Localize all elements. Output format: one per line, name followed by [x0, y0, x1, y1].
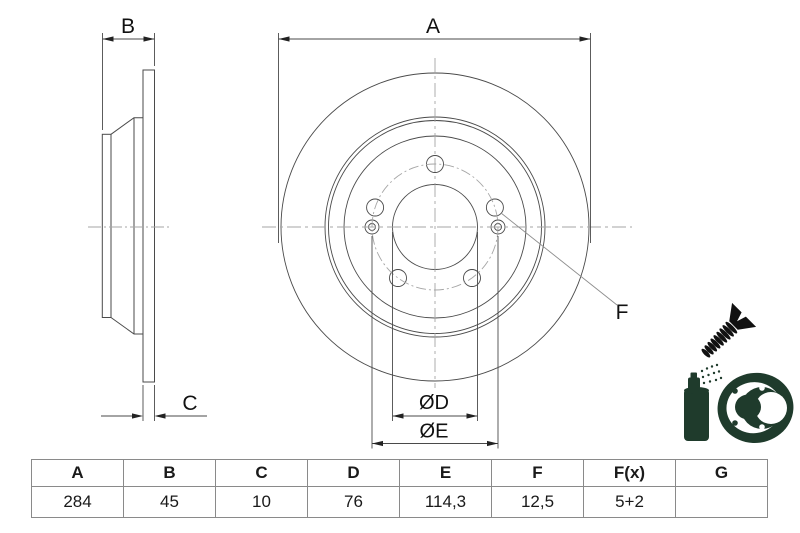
side-view-hat-top — [110, 117, 143, 135]
value-fx: 5+2 — [583, 486, 676, 518]
bolt-hole-lower-left — [389, 269, 407, 287]
dimension-D — [392, 232, 478, 421]
dimension-E — [371, 236, 499, 449]
drawing-canvas: B C A — [88, 15, 794, 449]
spray-can — [684, 372, 709, 441]
value-g — [675, 486, 768, 518]
disc-hub-bore — [735, 394, 761, 420]
arrowhead — [466, 413, 478, 419]
dimension-A — [278, 33, 591, 243]
label-F: F — [616, 301, 629, 324]
arrowhead — [102, 36, 114, 42]
bolt-hole-lower-right — [463, 269, 481, 287]
spray-can-brake-disc-icon — [684, 363, 794, 443]
arrowhead — [392, 413, 404, 419]
value-a: 284 — [31, 486, 124, 518]
value-d: 76 — [307, 486, 400, 518]
arrowhead — [278, 36, 290, 42]
col-header-c: C — [215, 459, 308, 487]
label-OD: ØD — [419, 392, 449, 414]
spray-particles — [700, 363, 723, 385]
disc-bolt-hole — [759, 385, 765, 391]
leader-line-F — [500, 212, 618, 306]
countersunk-screw-icon — [701, 302, 757, 358]
bolt-hole-top — [426, 155, 444, 173]
side-view-hat-bottom — [110, 317, 143, 335]
disc-bolt-hole — [759, 424, 765, 430]
dimension-C — [101, 385, 207, 421]
col-header-g: G — [675, 459, 768, 487]
col-header-d: D — [307, 459, 400, 487]
value-b: 45 — [123, 486, 216, 518]
col-header-a: A — [31, 459, 124, 487]
col-header-e: E — [399, 459, 492, 487]
label-A: A — [426, 15, 440, 38]
table-value-row: 284 45 10 76 114,3 12,5 5+2 — [31, 486, 768, 518]
bolt-hole-upper-left — [366, 198, 385, 217]
label-C: C — [182, 392, 197, 415]
bolt-hole-upper-right — [485, 198, 504, 217]
col-header-f: F — [491, 459, 584, 487]
arrowhead — [154, 413, 166, 419]
arrowhead — [487, 440, 498, 447]
side-view-disc-plate — [142, 69, 155, 383]
side-view-hat-face — [101, 133, 112, 318]
side-view — [101, 69, 155, 383]
arrowhead — [132, 413, 143, 419]
disc-crescent-cut — [755, 392, 787, 424]
dimension-table: A B C D E F F(x) G 284 45 10 76 114,3 12… — [31, 459, 768, 518]
col-header-fx: F(x) — [583, 459, 676, 487]
col-header-b: B — [123, 459, 216, 487]
value-c: 10 — [215, 486, 308, 518]
arrowhead — [579, 36, 591, 42]
label-OE: ØE — [420, 421, 449, 443]
value-e: 114,3 — [399, 486, 492, 518]
dimension-B — [102, 33, 155, 130]
arrowhead — [372, 440, 383, 447]
label-B: B — [121, 15, 135, 38]
table-header-row: A B C D E F F(x) G — [31, 459, 768, 487]
value-f: 12,5 — [491, 486, 584, 518]
disc-bolt-hole — [732, 388, 738, 394]
arrowhead — [143, 36, 155, 42]
disc-bolt-hole — [732, 420, 738, 426]
